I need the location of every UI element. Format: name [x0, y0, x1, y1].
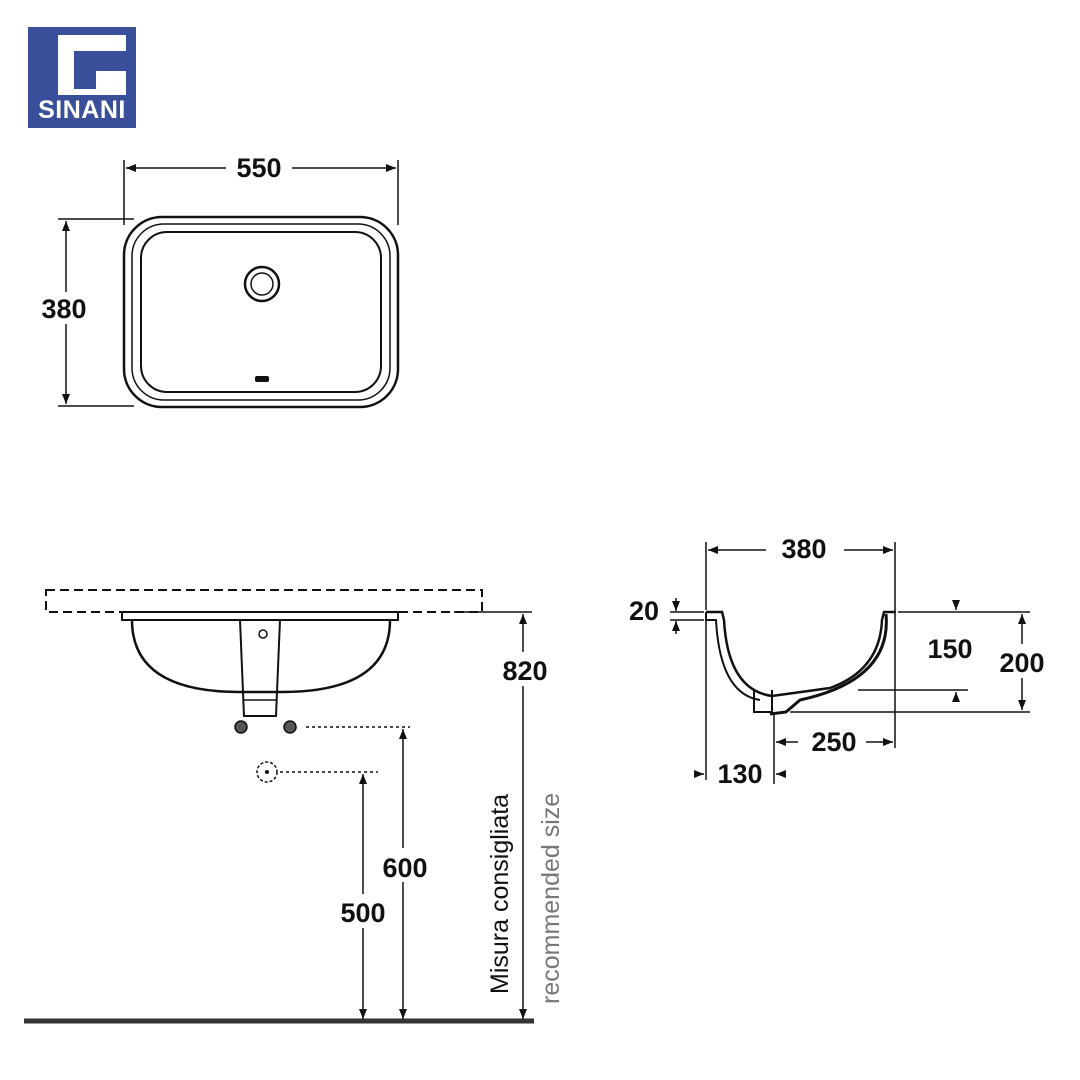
drain-width-label: 130	[717, 759, 762, 789]
top-width-label: 550	[236, 153, 281, 183]
supply-height-label: 600	[382, 853, 427, 883]
drain-height-label: 500	[340, 898, 385, 928]
basin-section	[706, 610, 896, 698]
top-depth-label: 380	[41, 294, 86, 324]
side-width-label: 380	[781, 534, 826, 564]
drain-spigot	[753, 690, 773, 713]
top-view: 550 380	[36, 153, 400, 409]
front-view: 600 500 820 Misura consigliata recommend…	[24, 589, 565, 1024]
overflow-slot-icon	[255, 376, 269, 382]
brand-name: SINANI	[38, 96, 126, 124]
basin-inner-edge	[140, 231, 382, 393]
drain-offset-label: 250	[811, 727, 856, 757]
trap-column	[239, 619, 281, 717]
bowl-depth-label: 150	[927, 634, 972, 664]
note-english: recommended size	[537, 793, 565, 1004]
counter-height-label: 820	[502, 656, 547, 686]
total-depth-label: 200	[999, 648, 1044, 678]
brand-logo: SINANI	[28, 27, 136, 128]
drain-outlet-icon	[256, 761, 278, 783]
rim-thickness-label: 20	[629, 596, 659, 626]
note-italian: Misura consigliata	[486, 794, 514, 994]
basin-outer-rim	[122, 215, 400, 409]
logo-mark-icon	[58, 35, 126, 95]
basin-rim-line	[131, 223, 391, 401]
basin-body	[130, 619, 392, 694]
side-view: 380 20 150 200	[629, 534, 1050, 789]
valve-right-icon	[283, 720, 297, 734]
valve-left-icon	[234, 720, 248, 734]
faucet-hole-icon	[243, 265, 281, 303]
countertop-outline	[45, 589, 483, 613]
